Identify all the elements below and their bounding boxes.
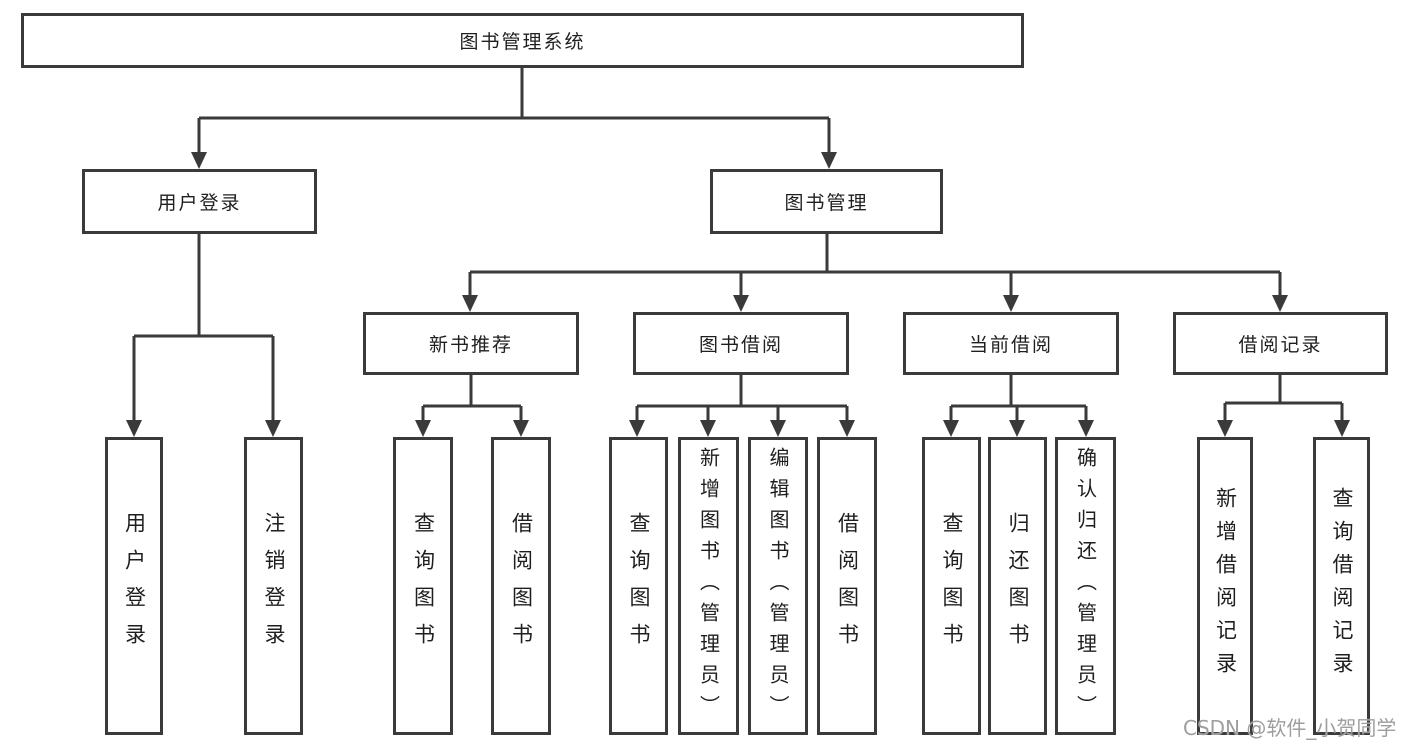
node-label: 新书推荐 xyxy=(428,334,513,356)
leaf-return-books: 归还图书 xyxy=(988,437,1047,735)
leaf-user-login: 用户登录 xyxy=(105,437,163,735)
leaf-label: 新增借阅记录 xyxy=(1213,487,1238,685)
node-root-label: 图书管理系统 xyxy=(459,31,586,53)
leaf-query-books: 查询图书 xyxy=(609,437,668,735)
leaf-edit-books-admin: 编辑图书（管理员） xyxy=(748,437,808,735)
node-book-borrow: 图书借阅 xyxy=(633,312,849,375)
node-label: 用户登录 xyxy=(157,192,242,214)
node-current-borrow: 当前借阅 xyxy=(903,312,1119,375)
node-root: 图书管理系统 xyxy=(21,13,1024,68)
leaf-label: 借阅图书 xyxy=(835,512,860,660)
leaf-add-books-admin: 新增图书（管理员） xyxy=(678,437,739,735)
node-new-book-recommend: 新书推荐 xyxy=(363,312,579,375)
node-label: 图书借阅 xyxy=(698,334,783,356)
node-label: 借阅记录 xyxy=(1238,334,1323,356)
leaf-borrow-books: 借阅图书 xyxy=(491,437,551,735)
leaf-confirm-return-admin: 确认归还（管理员） xyxy=(1055,437,1116,735)
node-label: 当前借阅 xyxy=(968,334,1053,356)
leaf-query-borrow-record: 查询借阅记录 xyxy=(1313,437,1370,735)
leaf-label: 确认归还（管理员） xyxy=(1073,446,1098,726)
leaf-label: 借阅图书 xyxy=(509,512,534,660)
leaf-label: 归还图书 xyxy=(1006,512,1030,660)
leaf-query-books: 查询图书 xyxy=(922,437,981,735)
node-label: 图书管理 xyxy=(784,192,869,214)
node-book-management: 图书管理 xyxy=(710,169,943,234)
leaf-label: 新增图书（管理员） xyxy=(696,446,721,726)
leaf-logout: 注销登录 xyxy=(244,437,303,735)
leaf-label: 查询图书 xyxy=(627,512,651,660)
leaf-query-books: 查询图书 xyxy=(393,437,453,735)
node-user-login: 用户登录 xyxy=(82,169,317,234)
leaf-label: 用户登录 xyxy=(122,512,147,660)
leaf-label: 编辑图书（管理员） xyxy=(766,446,790,726)
leaf-add-borrow-record: 新增借阅记录 xyxy=(1197,437,1253,735)
leaf-borrow-books: 借阅图书 xyxy=(817,437,877,735)
leaf-label: 查询图书 xyxy=(411,512,436,660)
leaf-label: 查询借阅记录 xyxy=(1330,487,1354,685)
leaf-label: 注销登录 xyxy=(262,512,286,660)
csdn-watermark: CSDN @软件_小贺同学 xyxy=(1183,716,1397,740)
node-borrow-records: 借阅记录 xyxy=(1173,312,1388,375)
leaf-label: 查询图书 xyxy=(940,512,964,660)
